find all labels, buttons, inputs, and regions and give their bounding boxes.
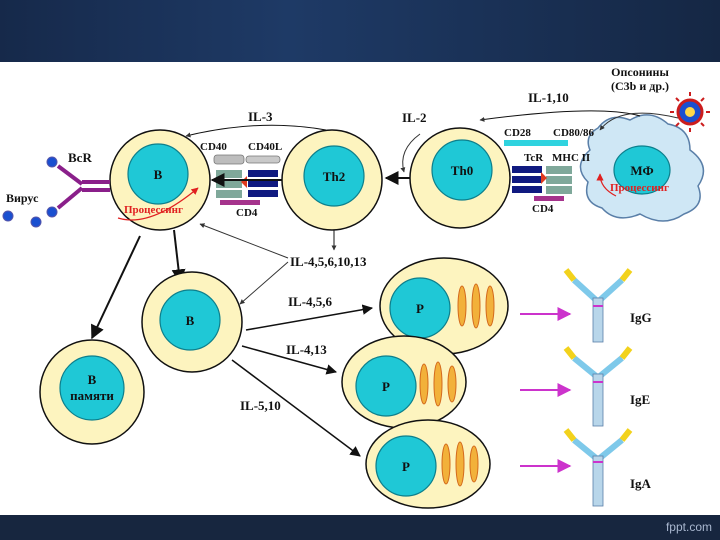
virus-label: Вирус [6, 191, 39, 205]
b-cell-mid-label: B [186, 313, 195, 328]
processing-right-label: Процессинг [610, 182, 669, 194]
b-cell-top-label: B [154, 167, 163, 182]
cd4-left-label: CD4 [236, 207, 258, 219]
virus-icon-4 [31, 217, 41, 227]
il-4-5-6-label: IL-4,5,6 [288, 294, 333, 309]
slide-footer-background [0, 515, 720, 540]
tcr-mhc-complex-right [512, 166, 572, 201]
mhc-ii-label: MHC II [552, 152, 590, 164]
il-2-label: IL-2 [402, 110, 427, 125]
slide-header-background [0, 0, 720, 62]
cytokine-to-b-top-arrow [200, 224, 288, 258]
th2-label: Th2 [323, 169, 345, 184]
th0-label: Th0 [451, 163, 473, 178]
cd40-label: CD40 [200, 141, 227, 153]
virus-icon-3 [3, 211, 13, 221]
ige-label: IgE [630, 392, 650, 407]
cd4-right-label: CD4 [532, 203, 554, 215]
opsonized-virus-icon [670, 92, 710, 132]
iga-antibody-icon [566, 430, 630, 506]
cd28-label: CD28 [504, 127, 531, 139]
plasma-cell-2-granules [420, 362, 456, 406]
diagram-panel: МФ Опсонины (C3b и др.) Th0 IL-1,10 IL-2… [0, 62, 720, 515]
b-memory-label-1: B [88, 372, 97, 387]
plasma-cell-3-label: P [402, 459, 410, 474]
tcr-label: TcR [524, 152, 544, 164]
il-3-label: IL-3 [248, 109, 273, 124]
immune-response-diagram: МФ Опсонины (C3b и др.) Th0 IL-1,10 IL-2… [0, 62, 720, 515]
cd40l-label: CD40L [248, 141, 282, 153]
iga-label: IgA [630, 476, 652, 491]
cd28-receptor [504, 140, 568, 146]
il-4-5-6-10-13-label: IL-4,5,6,10,13 [290, 254, 367, 269]
il-3-arrow [186, 125, 326, 136]
igg-label: IgG [630, 310, 652, 325]
virus-icon-2 [47, 207, 57, 217]
bcr-label: BcR [68, 150, 92, 165]
b-top-to-b-memory-arrow [92, 236, 140, 338]
plasma-cell-2-label: P [382, 379, 390, 394]
bcr-receptor-icon [58, 166, 110, 208]
plasma-cell-1-label: P [416, 301, 424, 316]
ige-antibody-icon [566, 348, 630, 426]
fppt-watermark: fppt.com [666, 520, 712, 534]
opsonins-label-line1: Опсонины [611, 65, 669, 79]
cd80-86-label: CD80/86 [553, 127, 594, 139]
il-4-13-label: IL-4,13 [286, 342, 327, 357]
b-memory-label-2: памяти [70, 388, 114, 403]
plasma-cell-3-granules [442, 442, 478, 486]
il-1-10-label: IL-1,10 [528, 90, 569, 105]
opsonins-label-line2: (C3b и др.) [611, 79, 669, 93]
macrophage-label: МФ [630, 163, 653, 178]
cytokine-to-b-mid-arrow [240, 262, 288, 304]
virus-icon-1 [47, 157, 57, 167]
il-4-5-6-arrow [246, 308, 372, 330]
plasma-cell-1-granules [458, 284, 494, 328]
igg-antibody-icon [566, 270, 630, 342]
il-5-10-label: IL-5,10 [240, 398, 281, 413]
